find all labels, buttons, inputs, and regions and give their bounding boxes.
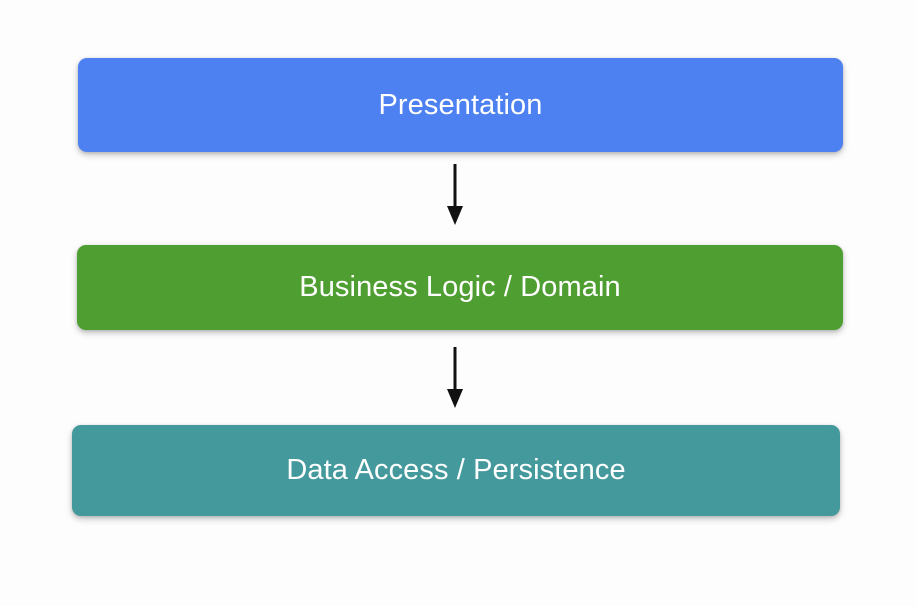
layer-box-data-access[interactable]: Data Access / Persistence	[72, 425, 840, 516]
arrow-down-icon	[447, 347, 463, 408]
arrow-presentation-to-business-logic	[440, 164, 470, 226]
layer-label-presentation: Presentation	[378, 88, 543, 121]
layer-label-data-access: Data Access / Persistence	[286, 454, 626, 486]
arrow-business-logic-to-data-access	[440, 347, 470, 409]
layer-box-presentation[interactable]: Presentation	[78, 58, 843, 152]
arrow-down-icon	[447, 164, 463, 225]
layer-label-business-logic: Business Logic / Domain	[299, 271, 621, 303]
layer-box-business-logic[interactable]: Business Logic / Domain	[77, 245, 843, 330]
